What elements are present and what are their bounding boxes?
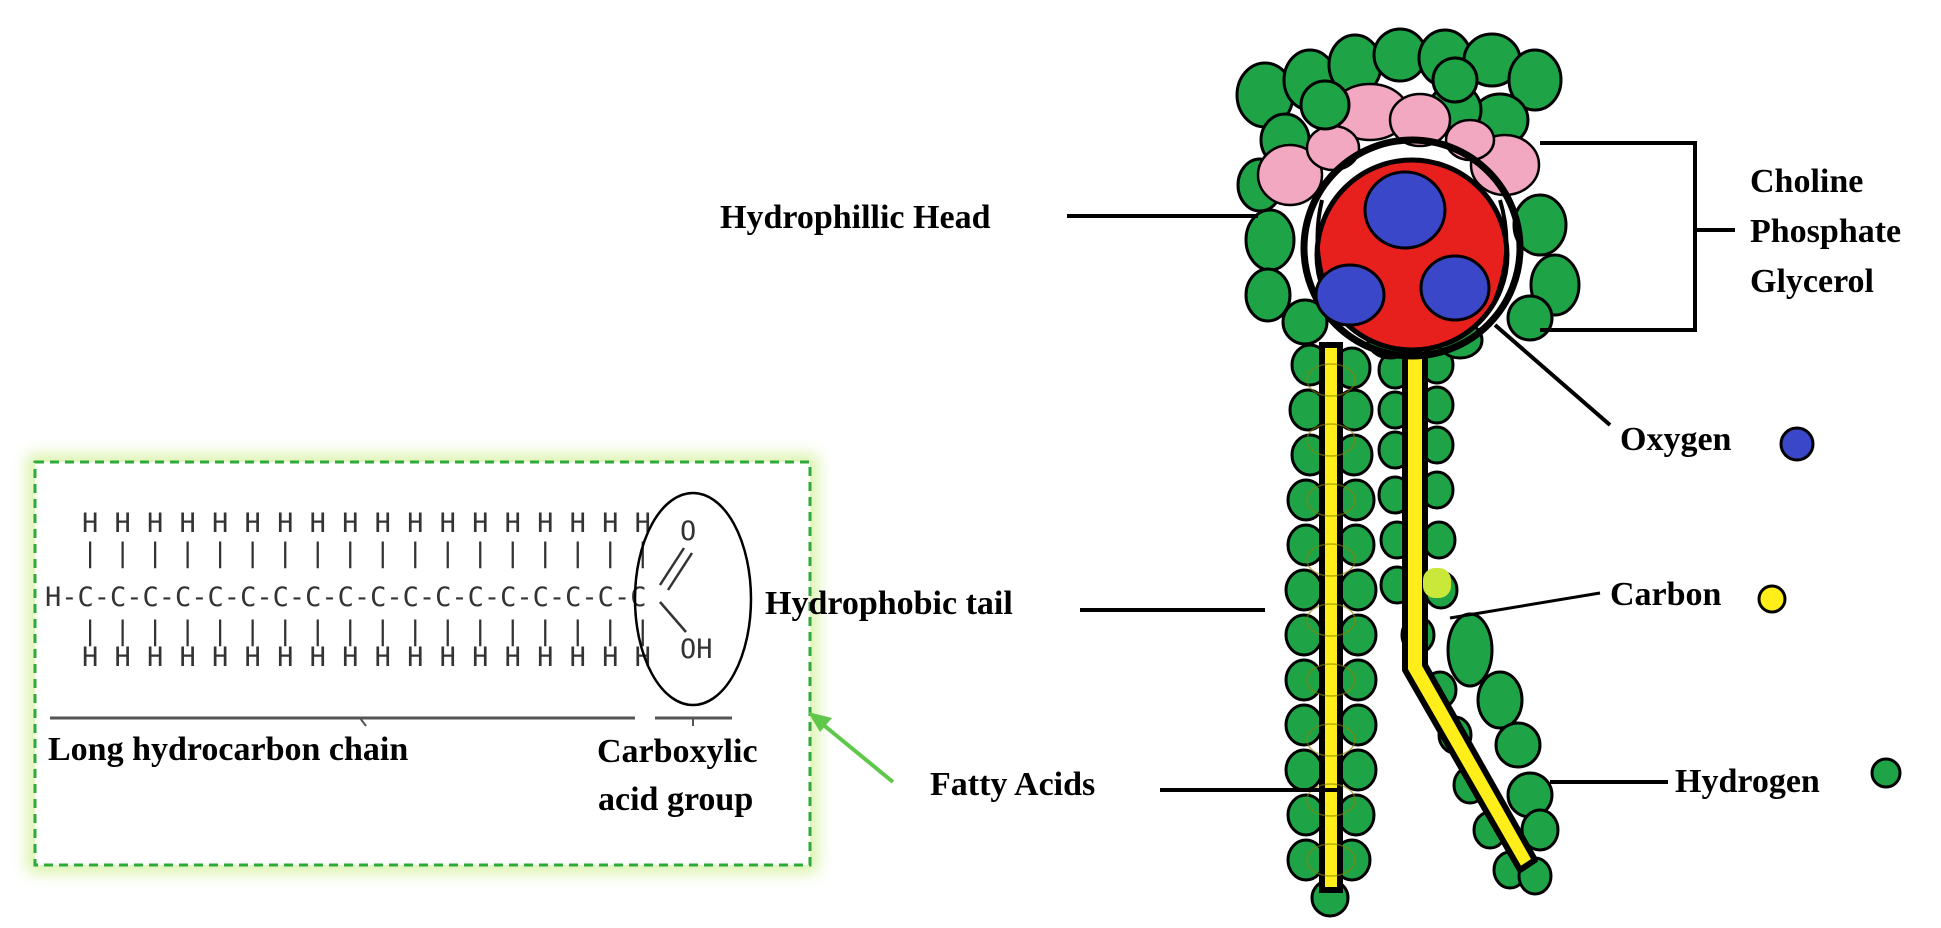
head-bracket [1540,141,1735,332]
oxygen-legend-dot [1779,426,1815,462]
choline-label: Choline [1750,163,1863,200]
head-oxygens [1314,170,1491,327]
inset-border [33,460,812,867]
glycerol-outer-ring [1300,136,1524,360]
hydrogen-row-top: H H H H H H H H H H H H H H H H H H [82,508,651,539]
carbon-chain-row: H-C-C-C-C-C-C-C-C-C-C-C-C-C-C-C-C-C-C [45,582,646,613]
acid-group-label-1: Carboxylic [597,733,758,770]
hydrogen-row-bottom: H H H H H H H H H H H H H H H H H H [82,642,651,673]
tail-left-carbon-chain [1306,342,1356,893]
phospholipid-molecule [1235,27,1581,918]
head-hydrogens-inner [1299,56,1479,131]
glycerol-label: Glycerol [1750,263,1874,300]
phosphate-label: Phosphate [1750,213,1901,250]
carboxyl-circle [633,491,753,707]
acid-group-label-2: acid group [598,781,753,818]
hydrocarbon-inset: H H H H H H H H H H H H H H H H H H | | … [28,455,817,872]
bond-row-top: | | | | | | | | | | | | | | | | | | [82,538,651,569]
carbon-legend-dot [1757,584,1787,614]
hydrogen-legend-dot [1870,757,1902,789]
oxygen-label: Oxygen [1620,421,1732,458]
hydroxyl-label: OH [680,634,713,665]
hydrophobic-tail-label: Hydrophobic tail [765,585,1013,622]
hydrophilic-head-label: Hydrophillic Head [720,199,991,236]
long-chain-label: Long hydrocarbon chain [48,731,408,768]
hydrogen-label: Hydrogen [1675,763,1820,800]
inset-pointer-arrow [808,712,895,784]
fatty-acids-label: Fatty Acids [930,766,1095,803]
bond-row-bottom: | | | | | | | | | | | | | | | | | | [82,616,651,647]
carbon-label: Carbon [1610,576,1722,613]
diagram-labels: Hydrophillic Head Choline Phosphate Glyc… [720,141,1902,803]
oxygen-double-bond-label: O [680,516,696,547]
